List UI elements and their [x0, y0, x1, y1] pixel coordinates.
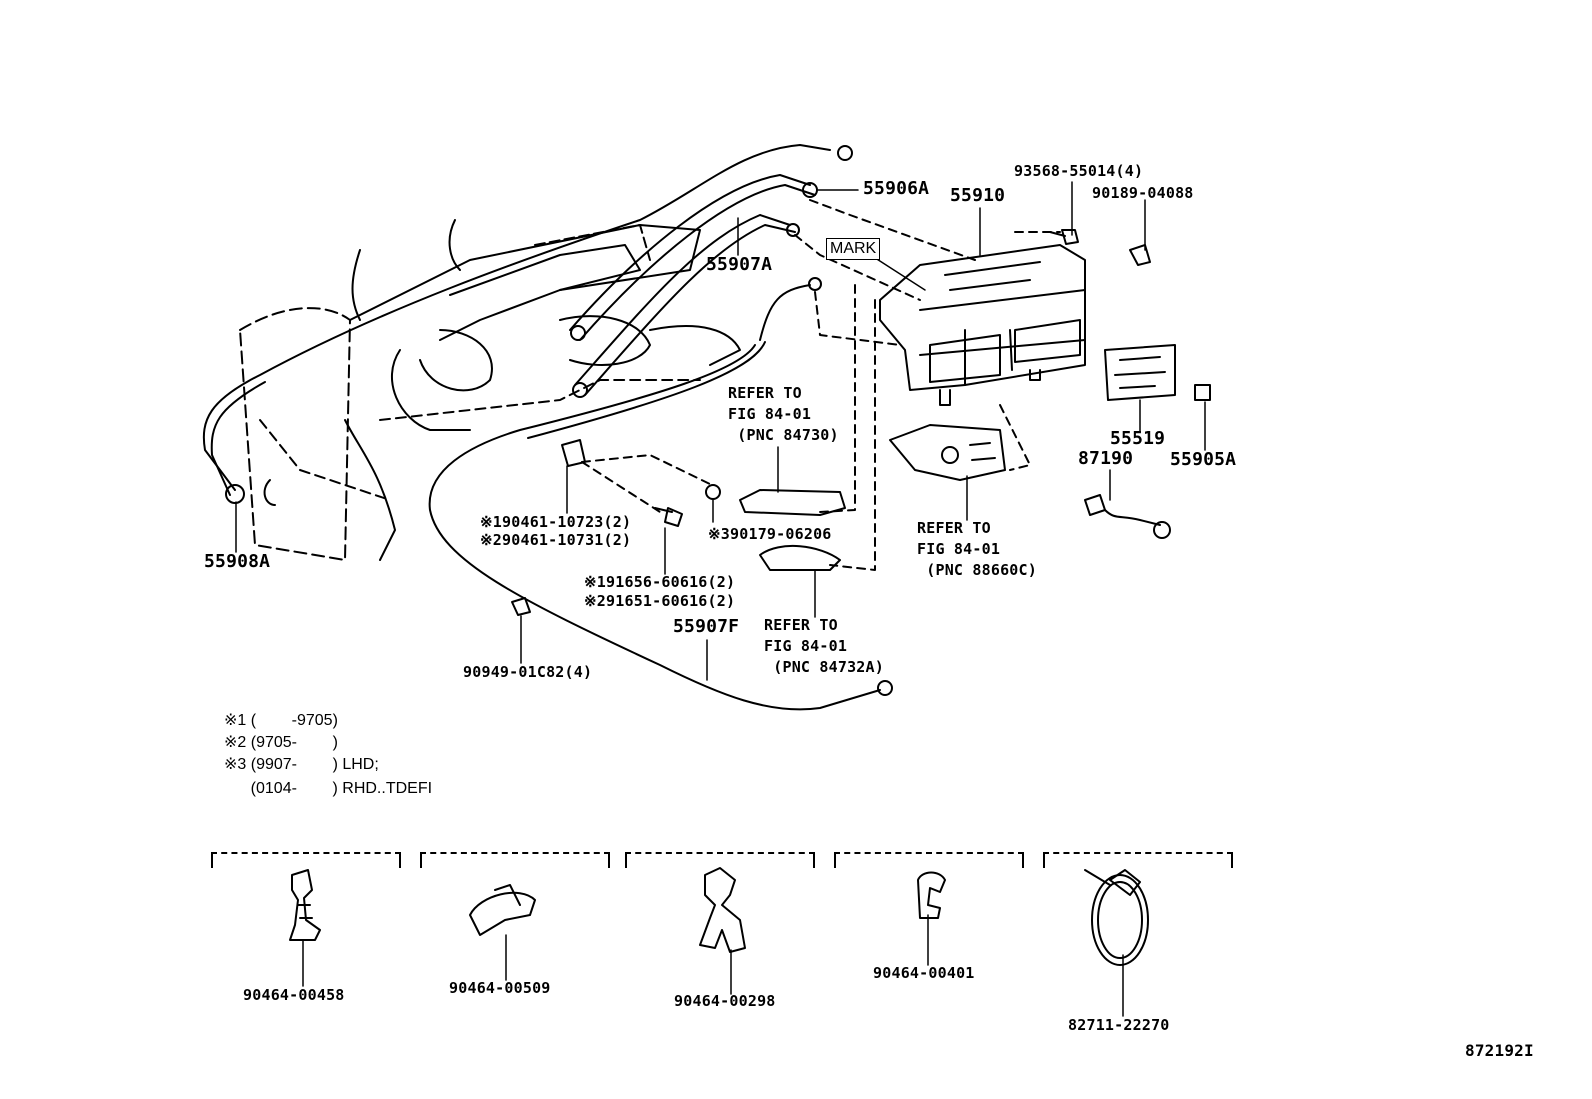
- label-90464-00401: 90464-00401: [873, 964, 975, 982]
- switch-panel: [1104, 344, 1176, 401]
- refer-84730-line2: FIG 84-01: [728, 405, 812, 423]
- clamp-bracket-4: [834, 852, 1024, 868]
- note-1: ※1 ( -9705): [224, 712, 338, 729]
- refer-84730-line1: REFER TO: [728, 384, 802, 402]
- label-87190: 87190: [1078, 448, 1134, 469]
- instrument-panel-outline: [239, 219, 741, 561]
- note-4: (0104- ) RHD..TDEFI: [224, 780, 433, 797]
- note-3: ※3 (9907- ) LHD;: [224, 756, 379, 773]
- mark-box: MARK: [826, 238, 881, 260]
- cable-55907a: [574, 214, 796, 396]
- band-82711-22270-drawing: [1084, 869, 1149, 966]
- label-90464-00458: 90464-00458: [243, 986, 345, 1004]
- clamp-bracket-2: [420, 852, 610, 868]
- figure-id: 872192I: [1465, 1041, 1534, 1060]
- label-91651-60616: ※291651-60616(2): [584, 592, 736, 610]
- label-90461-10723: ※190461-10723(2): [480, 513, 632, 531]
- clamp-90464-00458-drawing: [289, 869, 321, 941]
- label-55906a: 55906A: [863, 178, 930, 199]
- label-90189-04088: 90189-04088: [1092, 184, 1194, 202]
- clamp-90464-00401-drawing: [917, 871, 946, 919]
- cable-55907f: [428, 284, 881, 711]
- clamp-90464-00509-drawing: [469, 884, 536, 936]
- module-84732a: [759, 544, 841, 571]
- label-90464-00509: 90464-00509: [449, 979, 551, 997]
- label-91656-60616: ※191656-60616(2): [584, 573, 736, 591]
- refer-84732a-line3: (PNC 84732A): [764, 658, 884, 676]
- knob-55905a: [1194, 384, 1211, 401]
- clamp-bracket-1: [211, 852, 401, 868]
- label-55907a: 55907A: [706, 254, 773, 275]
- clamp-90949: [511, 597, 531, 616]
- refer-84732a-line1: REFER TO: [764, 616, 838, 634]
- label-90464-00298: 90464-00298: [674, 992, 776, 1010]
- label-55908a: 55908A: [204, 551, 271, 572]
- note-2: ※2 (9705- ): [224, 734, 338, 751]
- clamp-bracket-3: [625, 852, 815, 868]
- label-90949-01c82: 90949-01C82(4): [463, 663, 593, 681]
- screw-91656: [654, 507, 683, 527]
- clamp-90464-00298-drawing: [699, 867, 746, 953]
- heater-control-assembly: [879, 244, 1086, 406]
- connector-87190: [1084, 494, 1171, 539]
- refer-88660c-line1: REFER TO: [917, 519, 991, 537]
- clamp-bracket-5: [1043, 852, 1233, 868]
- nut-90179: [705, 484, 721, 500]
- label-55910: 55910: [950, 185, 1006, 206]
- refer-84732a-line2: FIG 84-01: [764, 637, 848, 655]
- module-88660c: [889, 424, 1006, 481]
- cable-55908a: [202, 144, 831, 496]
- refer-84730-line3: (PNC 84730): [728, 426, 839, 444]
- label-55907f: 55907F: [673, 616, 740, 637]
- module-84730: [739, 489, 846, 516]
- screw-93568: [1049, 229, 1079, 245]
- label-90179-06206: ※390179-06206: [708, 525, 832, 543]
- label-82711-22270: 82711-22270: [1068, 1016, 1170, 1034]
- reference-dashed-lines: [581, 199, 1061, 571]
- label-93568-55014: 93568-55014(4): [1014, 162, 1144, 180]
- label-55905a: 55905A: [1170, 449, 1237, 470]
- refer-88660c-line3: (PNC 88660C): [917, 561, 1037, 579]
- label-90461-10731: ※290461-10731(2): [480, 531, 632, 549]
- cable-55906a: [569, 174, 816, 341]
- leader-lines: [235, 181, 1206, 1017]
- label-55519: 55519: [1110, 428, 1166, 449]
- refer-88660c-line2: FIG 84-01: [917, 540, 1001, 558]
- clip-90189: [1129, 244, 1151, 266]
